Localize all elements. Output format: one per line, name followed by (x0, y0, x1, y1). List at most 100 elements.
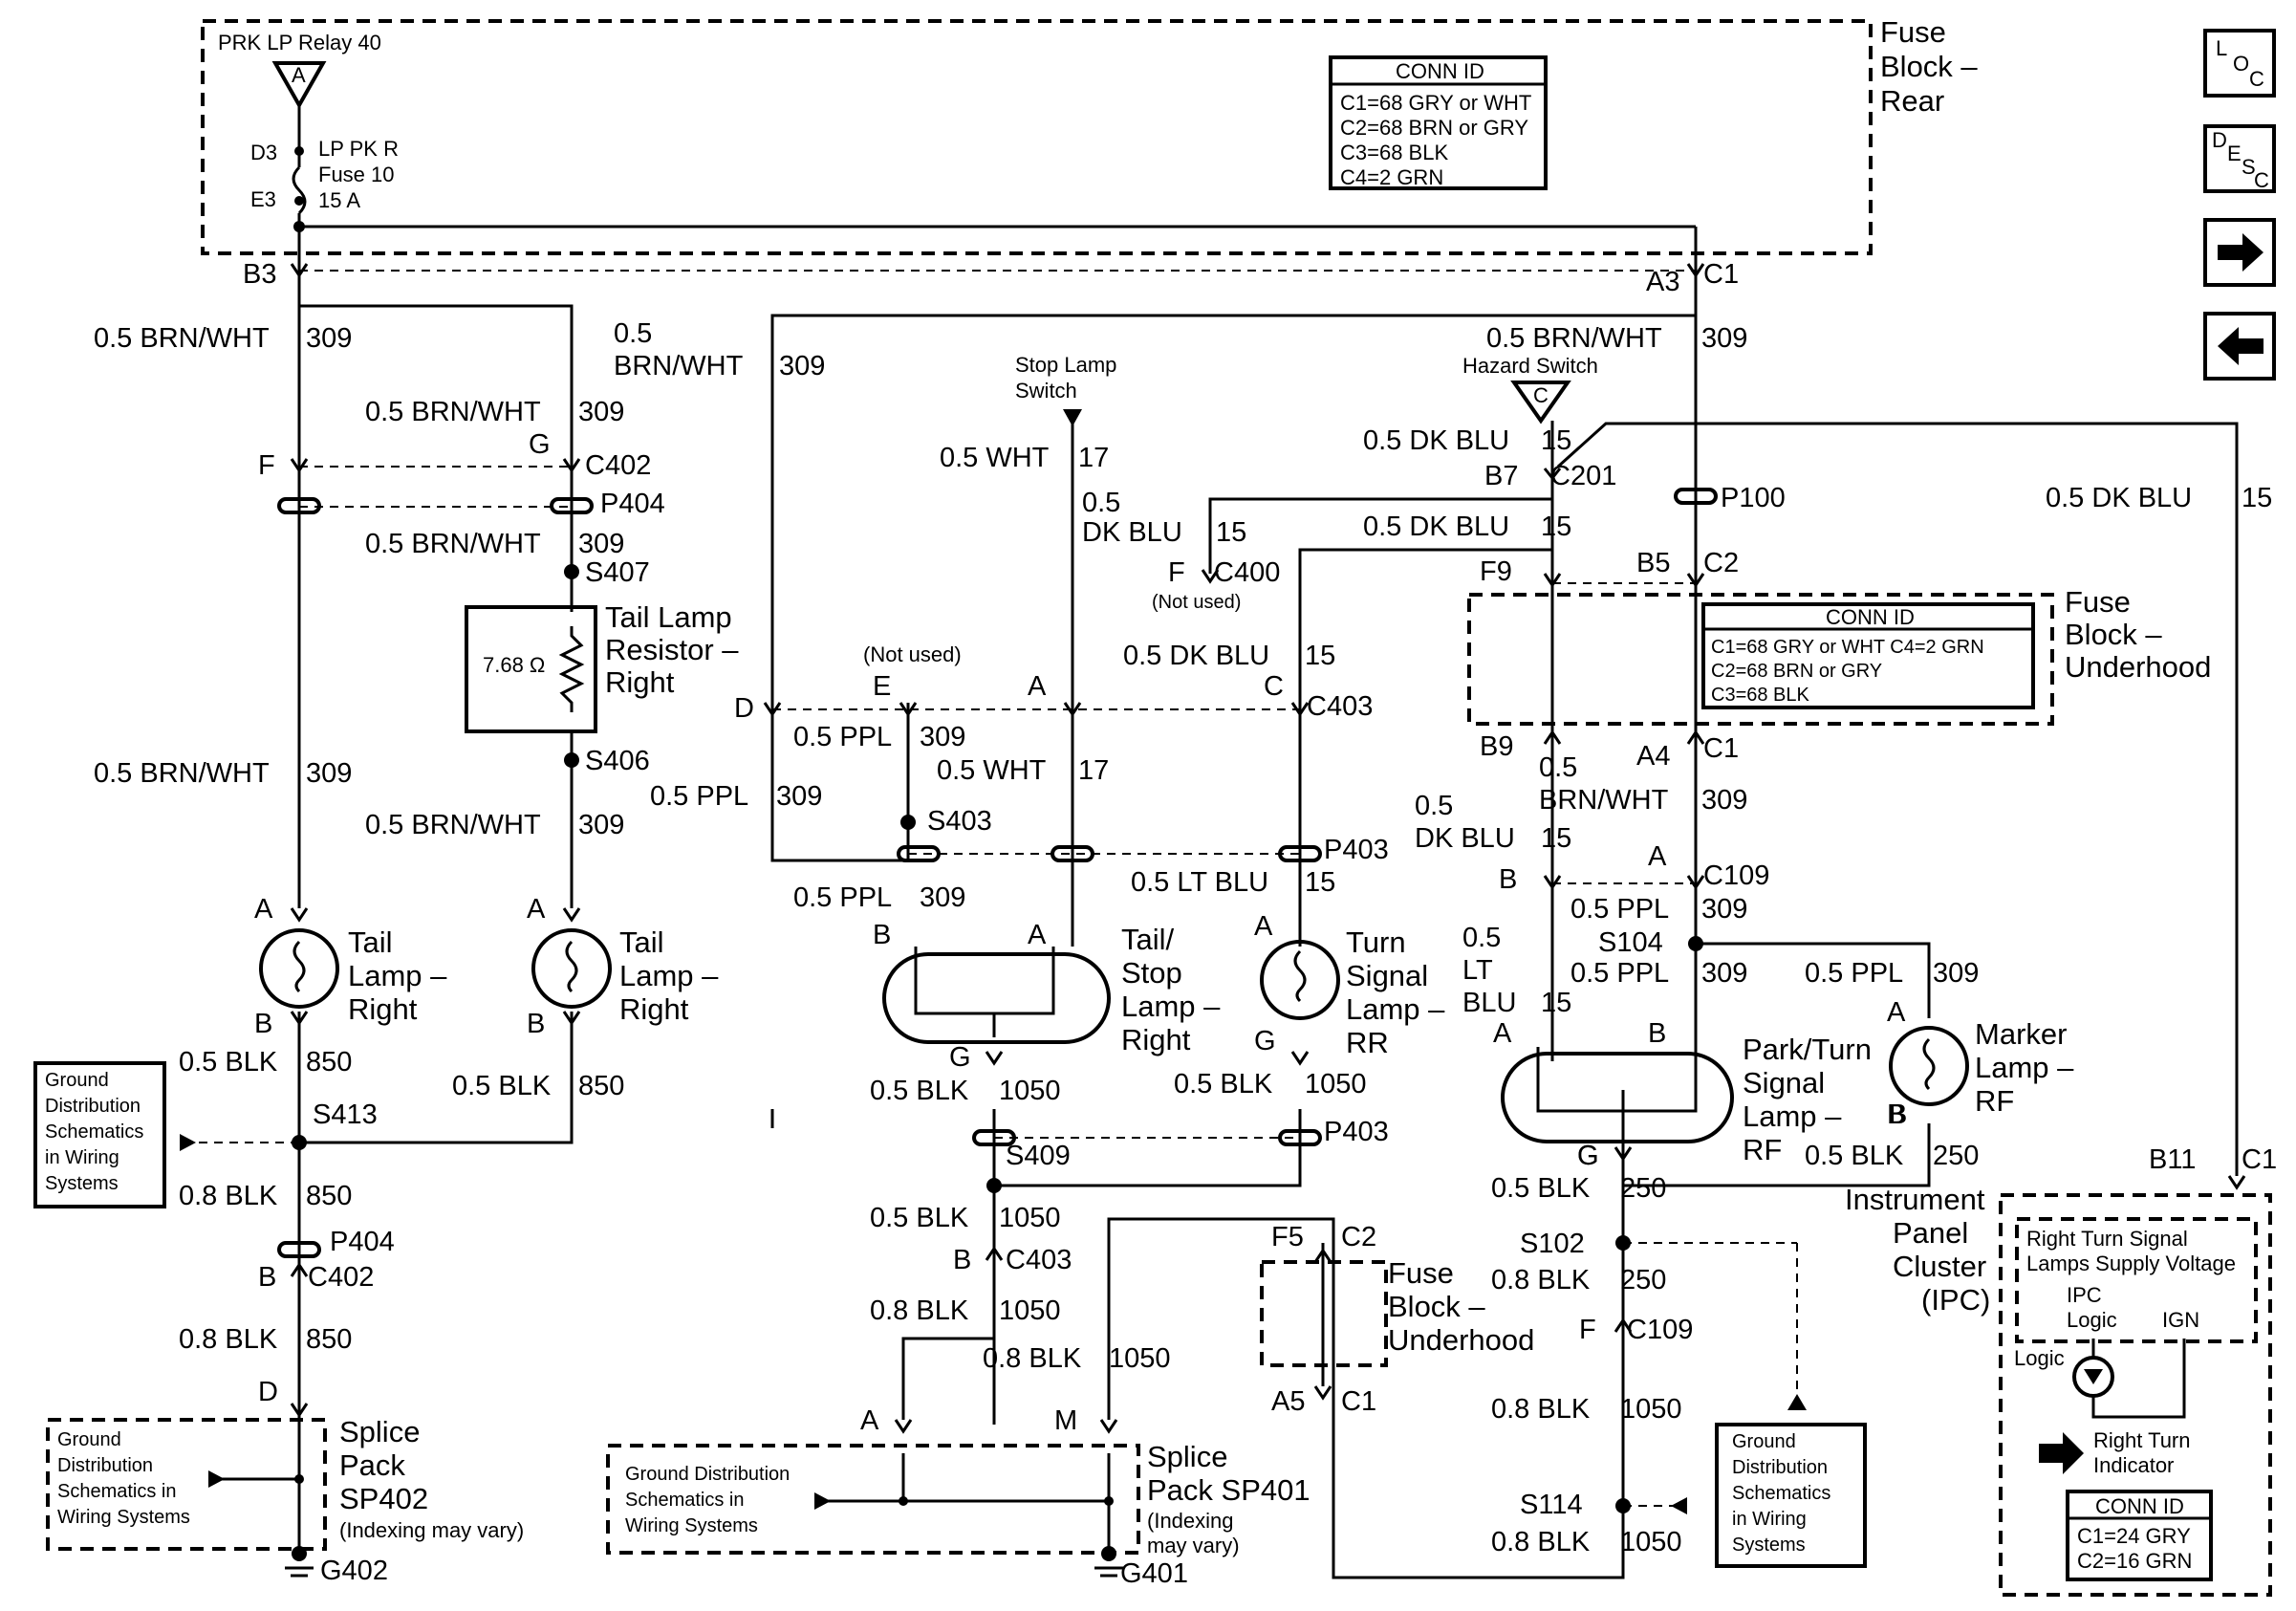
svg-text:IPC: IPC (2067, 1283, 2102, 1307)
svg-text:Ground: Ground (57, 1429, 121, 1450)
svg-text:1050: 1050 (1305, 1069, 1367, 1099)
svg-text:Right: Right (1121, 1023, 1191, 1056)
svg-text:P404: P404 (600, 489, 665, 519)
svg-text:A: A (527, 894, 546, 925)
svg-text:309: 309 (578, 810, 624, 840)
svg-text:Pack: Pack (339, 1448, 405, 1482)
svg-text:Panel: Panel (1893, 1216, 1968, 1250)
svg-text:Splice: Splice (339, 1415, 420, 1448)
fuse-block-rear-title: Fuse (1880, 15, 1946, 49)
svg-text:15 A: 15 A (318, 188, 360, 212)
svg-text:(Indexing may vary): (Indexing may vary) (339, 1518, 524, 1542)
svg-text:C1=68 GRY or WHT C4=2 GRN: C1=68 GRY or WHT C4=2 GRN (1711, 637, 1984, 658)
svg-text:309: 309 (1933, 958, 1979, 989)
svg-text:G: G (1577, 1141, 1599, 1171)
fuse-block-rear: Fuse Block – Rear PRK LP Relay 40 A D3 E… (201, 15, 1978, 255)
svg-text:C1=68 GRY or WHT: C1=68 GRY or WHT (1340, 91, 1531, 115)
svg-text:B7: B7 (1484, 461, 1518, 491)
fuse-symbol (292, 165, 307, 215)
svg-text:Marker: Marker (1975, 1017, 2067, 1051)
svg-text:Underhood: Underhood (2065, 650, 2211, 684)
svg-text:Distribution: Distribution (1732, 1457, 1828, 1478)
svg-text:Tail: Tail (348, 925, 393, 959)
svg-text:C201: C201 (1550, 461, 1616, 491)
svg-text:P403: P403 (1324, 1117, 1389, 1147)
svg-text:15: 15 (2242, 483, 2272, 513)
svg-text:0.5 BRN/WHT: 0.5 BRN/WHT (94, 758, 270, 789)
svg-text:P404: P404 (330, 1227, 395, 1257)
svg-text:0.5 PPL: 0.5 PPL (793, 882, 892, 913)
loc-button[interactable]: L O C (2203, 29, 2276, 98)
svg-text:309: 309 (578, 397, 624, 427)
svg-text:S413: S413 (313, 1099, 378, 1130)
svg-text:0.8 BLK: 0.8 BLK (870, 1295, 969, 1326)
svg-text:B: B (873, 920, 891, 950)
svg-text:S102: S102 (1520, 1229, 1585, 1259)
nav-buttons: L O C D E S C (2203, 29, 2276, 381)
svg-text:B: B (1499, 864, 1517, 895)
wire-labels: 0.5 BRN/WHT 309 0.5 BRN/WHT 309 0.5 BRN/… (94, 318, 2272, 1557)
svg-text:Pack SP401: Pack SP401 (1147, 1473, 1310, 1507)
svg-text:A3: A3 (1646, 267, 1679, 297)
svg-text:0.5 BLK: 0.5 BLK (870, 1203, 969, 1233)
svg-text:Ground: Ground (45, 1070, 109, 1091)
desc-button[interactable]: D E S C (2203, 124, 2276, 193)
svg-text:C1: C1 (1703, 259, 1739, 290)
switches: Stop Lamp Switch Hazard Switch C (1015, 353, 1598, 426)
svg-text:IGN: IGN (2162, 1308, 2199, 1332)
svg-text:0.8 BLK: 0.8 BLK (1491, 1265, 1591, 1295)
svg-text:309: 309 (1701, 894, 1747, 925)
svg-text:15: 15 (1541, 823, 1571, 854)
svg-text:Logic: Logic (2014, 1346, 2065, 1370)
svg-text:0.8 BLK: 0.8 BLK (179, 1181, 278, 1211)
svg-text:RF: RF (1743, 1133, 1782, 1166)
svg-text:0.5 BLK: 0.5 BLK (452, 1071, 552, 1101)
svg-text:309: 309 (1701, 958, 1747, 989)
svg-text:Fuse 10: Fuse 10 (318, 163, 395, 186)
svg-text:0.5 PPL: 0.5 PPL (1570, 958, 1669, 989)
svg-text:0.5 DK BLU: 0.5 DK BLU (1363, 512, 1509, 542)
svg-text:15: 15 (1541, 425, 1571, 456)
prev-page-button[interactable] (2203, 312, 2276, 381)
svg-text:Stop: Stop (1121, 956, 1182, 990)
svg-text:309: 309 (920, 882, 965, 913)
svg-text:Right: Right (605, 665, 675, 699)
next-page-button[interactable] (2203, 218, 2276, 287)
svg-text:0.5 BLK: 0.5 BLK (1491, 1173, 1591, 1204)
svg-text:A: A (292, 63, 306, 87)
svg-text:A: A (1648, 841, 1667, 872)
svg-text:0.5 DK BLU: 0.5 DK BLU (2046, 483, 2192, 513)
svg-text:Systems: Systems (45, 1173, 119, 1194)
svg-text:309: 309 (779, 351, 825, 381)
svg-text:B: B (1648, 1018, 1666, 1049)
svg-text:P100: P100 (1721, 483, 1786, 513)
svg-text:0.5 BLK: 0.5 BLK (1805, 1141, 1904, 1171)
svg-text:C403: C403 (1307, 691, 1373, 722)
svg-text:17: 17 (1078, 443, 1109, 473)
svg-text:S403: S403 (927, 806, 992, 837)
svg-text:D3: D3 (250, 141, 277, 164)
svg-text:(Indexing: (Indexing (1147, 1509, 1234, 1533)
svg-text:A: A (1887, 997, 1906, 1028)
svg-text:O: O (2233, 52, 2249, 76)
svg-text:0.5 LT BLU: 0.5 LT BLU (1131, 867, 1268, 898)
svg-text:0.5 BRN/WHT: 0.5 BRN/WHT (1486, 323, 1662, 354)
svg-text:A: A (254, 894, 273, 925)
svg-text:Logic: Logic (2067, 1308, 2117, 1332)
hazard-c-symbol (1510, 381, 1571, 425)
svg-text:Splice: Splice (1147, 1440, 1227, 1473)
svg-text:0.5 PPL: 0.5 PPL (1570, 894, 1669, 925)
svg-text:L: L (2216, 36, 2227, 60)
svg-text:BLU: BLU (1462, 988, 1516, 1018)
svg-text:Block –: Block – (2065, 618, 2162, 651)
svg-text:C2=68 BRN or GRY: C2=68 BRN or GRY (1711, 661, 1882, 682)
svg-text:F: F (258, 450, 275, 481)
svg-text:E3: E3 (250, 187, 276, 211)
svg-text:Fuse: Fuse (2065, 585, 2131, 619)
svg-text:C1: C1 (1341, 1386, 1376, 1417)
svg-text:Signal: Signal (1346, 959, 1428, 992)
svg-text:Systems: Systems (1732, 1535, 1806, 1556)
svg-text:0.5 BRN/WHT: 0.5 BRN/WHT (94, 323, 270, 354)
svg-text:15: 15 (1541, 988, 1571, 1018)
svg-text:S: S (2242, 155, 2256, 179)
